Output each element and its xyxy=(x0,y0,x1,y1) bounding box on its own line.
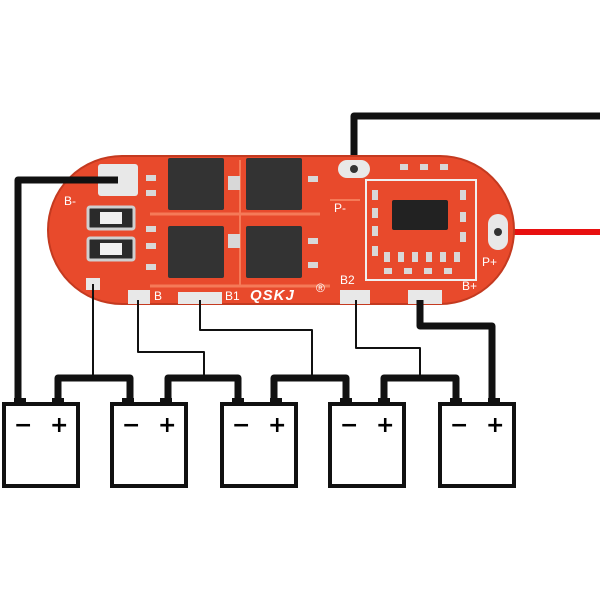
registered-mark: ® xyxy=(316,281,325,295)
b1-wire-a xyxy=(137,300,205,378)
link-1-2 xyxy=(54,374,134,400)
mosfet xyxy=(246,226,302,278)
b-minus-label: B- xyxy=(64,194,76,208)
b2-wire xyxy=(355,300,421,378)
battery-plus: + xyxy=(376,413,394,438)
b1-label: B1 xyxy=(225,289,240,303)
pad-b xyxy=(128,290,150,304)
pad-b2 xyxy=(340,290,370,304)
mosfet xyxy=(168,226,224,278)
battery: − + xyxy=(110,398,188,488)
b-minus-wire xyxy=(14,176,118,400)
battery-pack: − + − + − + − + − + xyxy=(2,398,516,488)
battery-plus: + xyxy=(50,413,68,438)
link-3-4 xyxy=(270,374,350,400)
battery-minus: − xyxy=(14,413,32,438)
pad-b1 xyxy=(178,292,222,304)
b1-wire-b xyxy=(199,300,313,378)
p-plus-label: P+ xyxy=(482,255,497,269)
battery-minus: − xyxy=(232,413,250,438)
mosfet xyxy=(168,158,224,210)
link-2-3 xyxy=(164,374,242,400)
brand-label: QSKJ xyxy=(250,287,295,304)
p-minus-wire xyxy=(350,112,600,168)
b2-label: B2 xyxy=(340,273,355,287)
battery-plus: + xyxy=(268,413,286,438)
battery: − + xyxy=(438,398,516,488)
bms-board: B- P- xyxy=(47,155,515,305)
battery: − + xyxy=(328,398,406,488)
battery-minus: − xyxy=(122,413,140,438)
battery-plus: + xyxy=(486,413,504,438)
battery-minus: − xyxy=(450,413,468,438)
link-4-5 xyxy=(380,374,460,400)
protection-ic xyxy=(392,200,448,230)
b-plus-wire xyxy=(416,300,496,400)
pad-b-plus xyxy=(408,290,442,304)
battery: − + xyxy=(220,398,298,488)
battery: − + xyxy=(2,398,80,488)
p-minus-label: P- xyxy=(334,201,346,215)
battery-minus: − xyxy=(340,413,358,438)
ic-area xyxy=(365,179,477,281)
balance-wires xyxy=(14,176,496,400)
b-small-label: B xyxy=(154,289,162,303)
b-plus-label: B+ xyxy=(462,279,477,293)
mosfet xyxy=(246,158,302,210)
battery-plus: + xyxy=(158,413,176,438)
